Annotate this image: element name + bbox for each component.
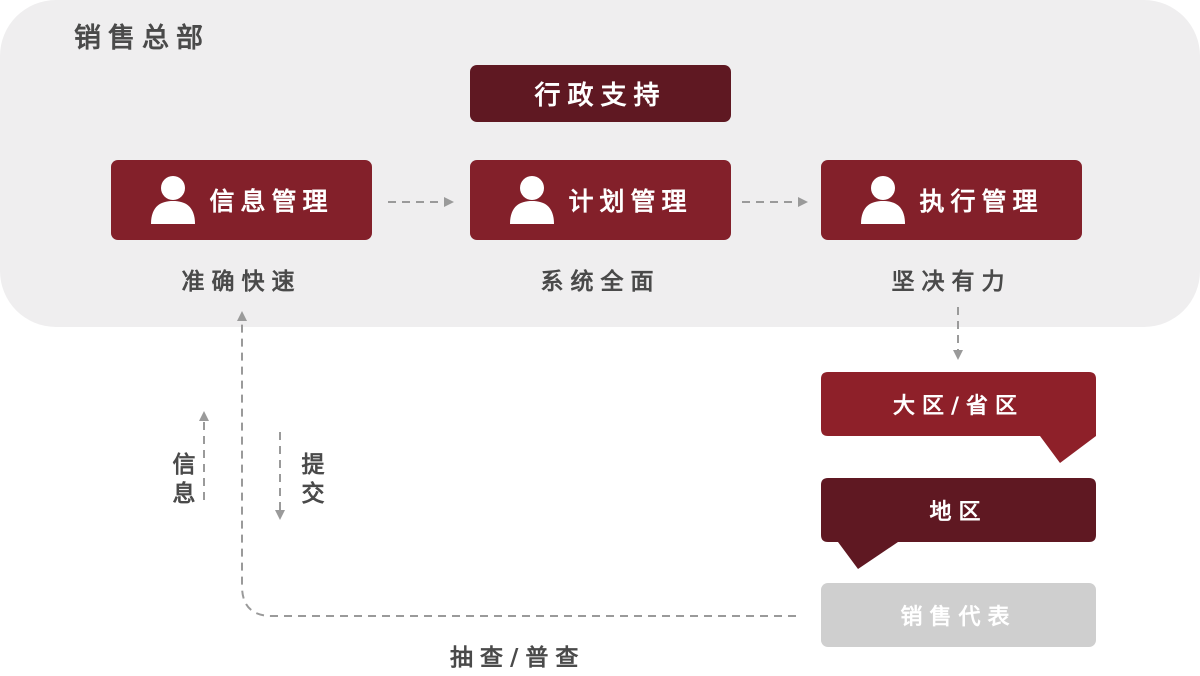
district-box-shape	[821, 478, 1096, 569]
submit-flow-label: 提交	[297, 452, 323, 510]
info-management-label: 信息管理	[209, 187, 334, 216]
hq-title: 销售总部	[74, 23, 210, 54]
info-management-box: 信息管理	[111, 160, 372, 240]
plan-caption: 系统全面	[540, 269, 661, 295]
region-label: 大区/省区	[892, 394, 1025, 419]
district-label: 地区	[929, 500, 988, 525]
plan-management-label: 计划管理	[568, 187, 693, 216]
exec-management-box: 执行管理	[821, 160, 1082, 240]
sales-rep-label: 销售代表	[900, 605, 1017, 630]
exec-caption: 坚决有力	[891, 269, 1012, 295]
person-icon	[151, 176, 196, 224]
info-caption: 准确快速	[181, 269, 302, 295]
person-icon	[861, 176, 906, 224]
admin-support-box: 行政支持	[470, 65, 731, 122]
person-icon	[510, 176, 555, 224]
info-flow-label: 信息	[168, 452, 194, 510]
inspection-label: 抽查/普查	[450, 645, 586, 671]
region-box-shape	[821, 372, 1096, 463]
sales-rep-box-shape	[821, 583, 1096, 647]
exec-management-label: 执行管理	[919, 187, 1044, 216]
plan-management-box: 计划管理	[470, 160, 731, 240]
feedback-path	[237, 311, 796, 617]
